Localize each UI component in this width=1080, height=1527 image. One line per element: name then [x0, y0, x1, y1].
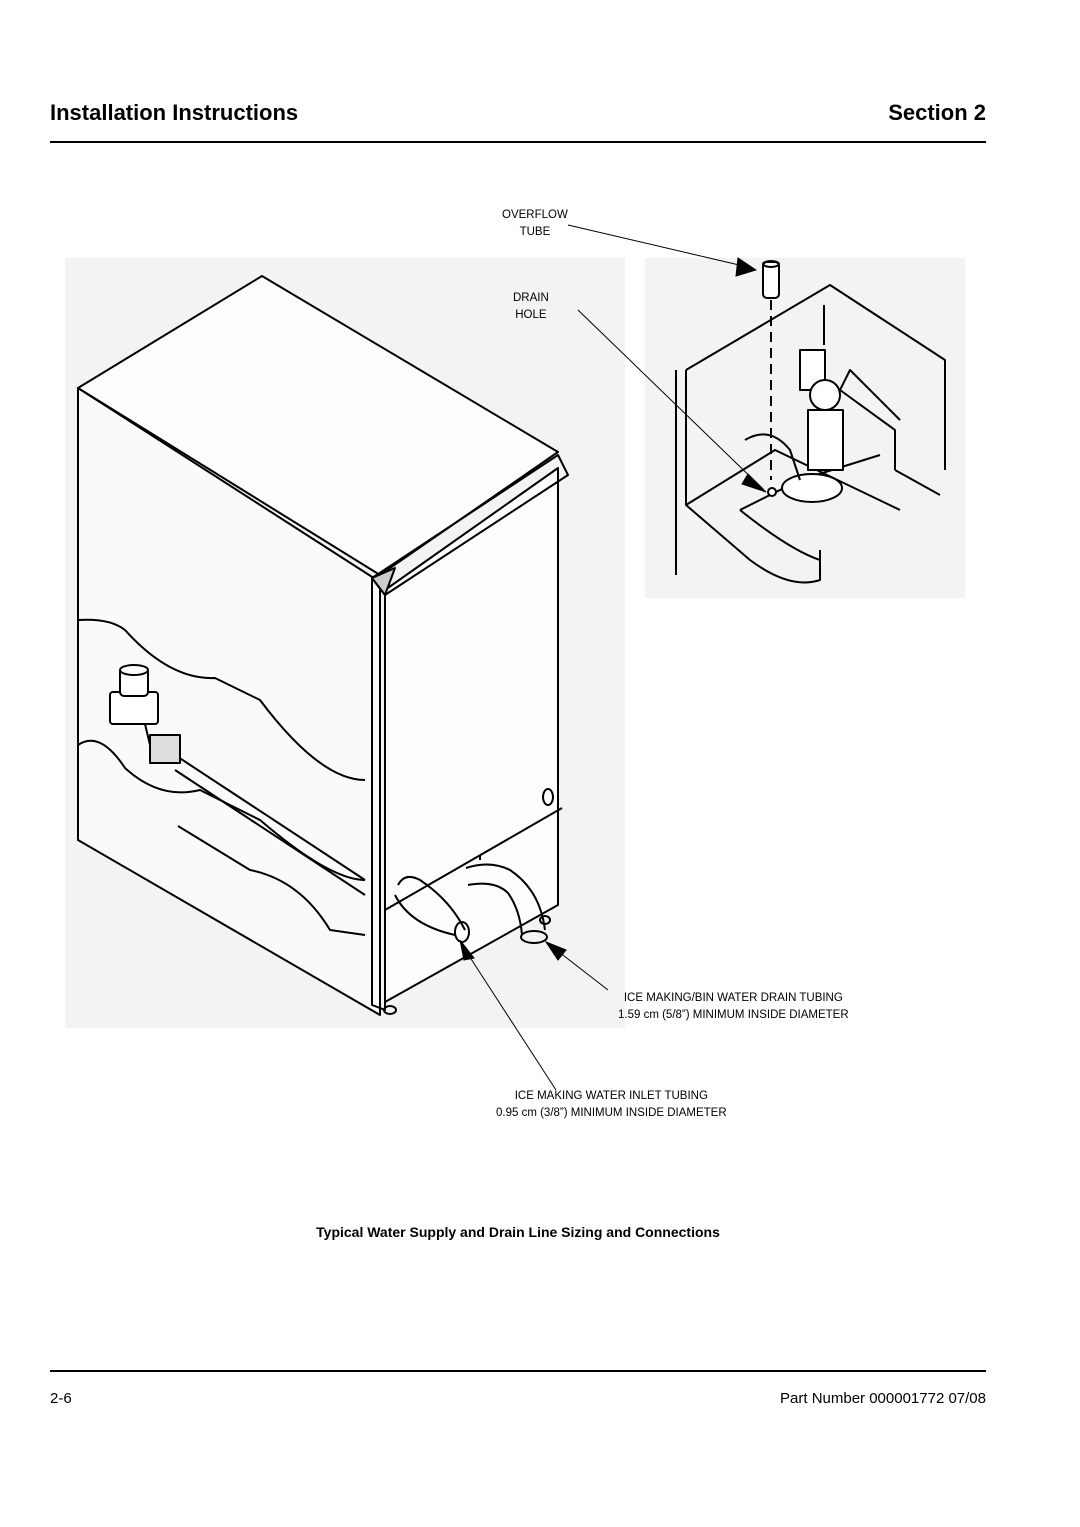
overflow-tube-label-line1: OVERFLOW [502, 209, 568, 221]
figure-caption: Typical Water Supply and Drain Line Sizi… [316, 1224, 720, 1240]
leader-lines [459, 224, 767, 1091]
drain-tubing-label-line2: 1.59 cm (5/8”) MINIMUM INSIDE DIAMETER [618, 1009, 849, 1021]
inlet-tubing-label-line1: ICE MAKING WATER INLET TUBING [514, 1090, 708, 1102]
inlet-tubing-label-line2: 0.95 cm (3/8”) MINIMUM INSIDE DIAMETER [496, 1107, 727, 1119]
part-number: Part Number 000001772 07/08 [780, 1390, 986, 1407]
drain-hole-label: DRAIN HOLE [513, 290, 549, 324]
drain-hole-label-line2: HOLE [515, 309, 547, 321]
overflow-tube-label-line2: TUBE [519, 226, 551, 238]
reservoir-detail [675, 260, 946, 584]
page-number: 2-6 [50, 1390, 72, 1407]
overflow-tube-label: OVERFLOW TUBE [502, 207, 568, 241]
inlet-tubing-label: ICE MAKING WATER INLET TUBING 0.95 cm (3… [496, 1088, 727, 1122]
drain-tubing-label: ICE MAKING/BIN WATER DRAIN TUBING 1.59 c… [618, 990, 849, 1024]
page-title: Installation Instructions [50, 100, 299, 125]
drain-hole-label-line1: DRAIN [513, 292, 549, 304]
footer-rule [50, 1370, 986, 1372]
header-rule [50, 141, 986, 143]
ice-machine-illustration [65, 224, 965, 1091]
cabinet-drawing [77, 275, 569, 1016]
installation-figure: OVERFLOW TUBE DRAIN HOLE ICE MAKING/BIN … [65, 207, 965, 1122]
section-label: Section 2 [888, 100, 986, 125]
drain-tubing-label-line1: ICE MAKING/BIN WATER DRAIN TUBING [623, 992, 843, 1004]
detail-background [645, 258, 965, 598]
